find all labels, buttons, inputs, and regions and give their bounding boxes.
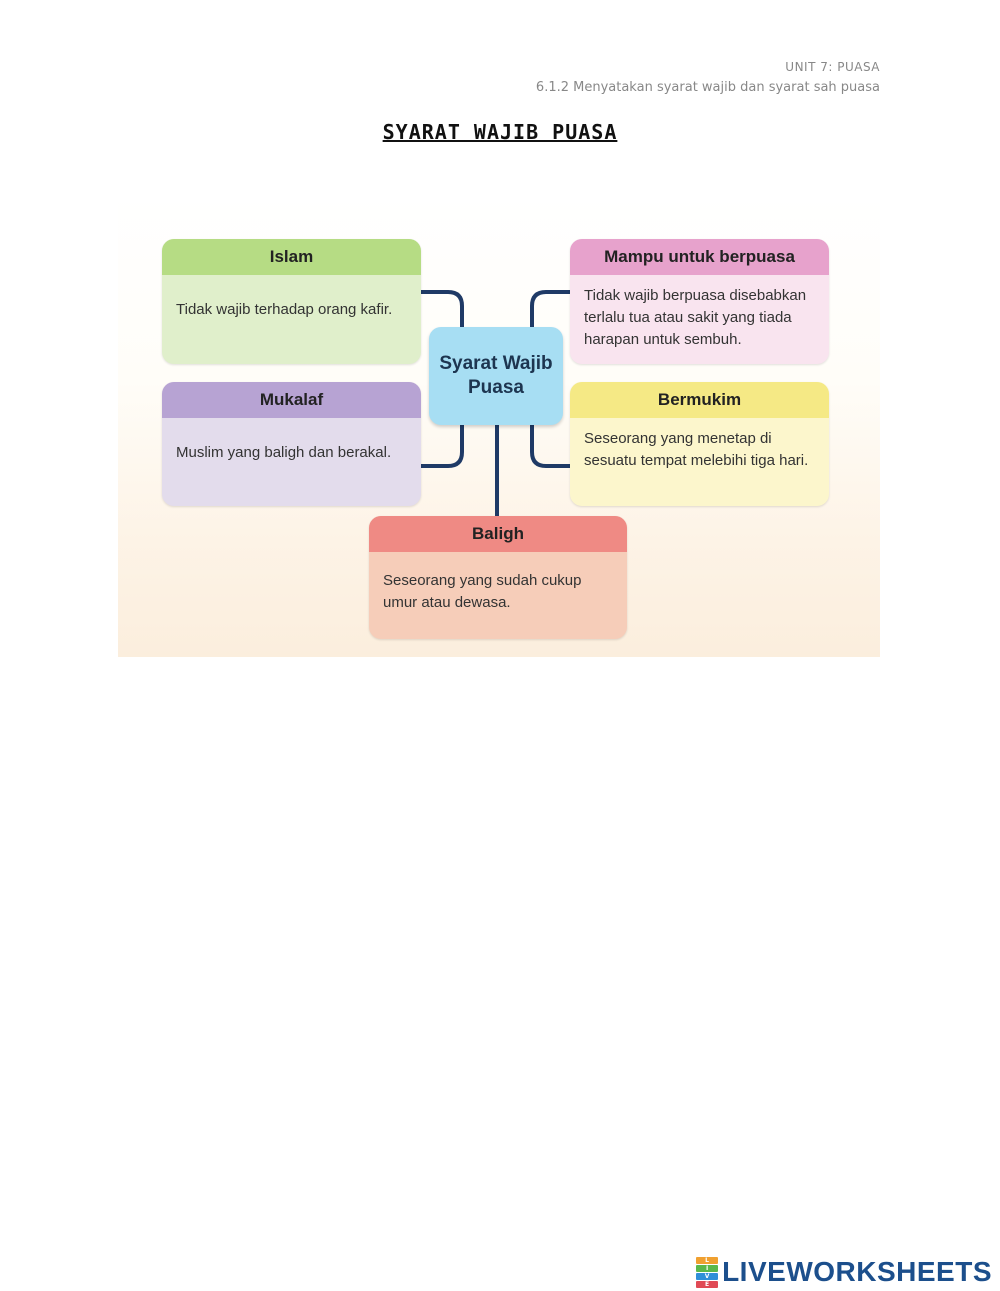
card-bermukim: Bermukim Seseorang yang menetap di sesua… — [570, 382, 829, 506]
card-bermukim-text: Seseorang yang menetap di sesuatu tempat… — [584, 430, 809, 469]
card-mampu-heading: Mampu untuk berpuasa — [570, 239, 829, 275]
card-mampu-text: Tidak wajib berpuasa disebabkan terlalu … — [584, 287, 807, 348]
page-title: SYARAT WAJIB PUASA — [382, 120, 618, 144]
card-islam-text: Tidak wajib terhadap orang kafir. — [176, 301, 393, 318]
card-baligh-heading: Baligh — [369, 516, 627, 552]
card-bermukim-heading: Bermukim — [570, 382, 829, 418]
card-islam: Islam Tidak wajib terhadap orang kafir. — [162, 239, 421, 364]
card-mukalaf-text: Muslim yang baligh dan berakal. — [176, 444, 392, 461]
liveworksheets-logo[interactable]: L I V E LIVEWORKSHEETS — [696, 1256, 992, 1288]
center-node: Syarat Wajib Puasa — [429, 327, 563, 425]
brand-icon: L I V E — [696, 1256, 719, 1288]
card-baligh: Baligh Seseorang yang sudah cukup umur a… — [369, 516, 627, 639]
brand-letter-i: I — [696, 1264, 719, 1272]
card-mukalaf: Mukalaf Muslim yang baligh dan berakal. — [162, 382, 421, 506]
brand-letter-l: L — [696, 1256, 719, 1264]
connector-lines — [419, 290, 572, 518]
mind-map-diagram: Islam Tidak wajib terhadap orang kafir. … — [118, 195, 880, 657]
card-mampu: Mampu untuk berpuasa Tidak wajib berpuas… — [570, 239, 829, 364]
connector-islam — [419, 290, 464, 329]
brand-name: LIVEWORKSHEETS — [722, 1256, 992, 1287]
header-unit: UNIT 7: PUASA — [785, 60, 880, 74]
header-objective: 6.1.2 Menyatakan syarat wajib dan syarat… — [535, 80, 880, 95]
brand-letter-e: E — [696, 1280, 719, 1288]
card-baligh-text: Seseorang yang sudah cukup umur atau dew… — [383, 572, 582, 611]
connector-mampu — [530, 290, 572, 329]
card-mukalaf-heading: Mukalaf — [162, 382, 421, 418]
connector-mukalaf — [419, 423, 464, 468]
card-islam-heading: Islam — [162, 239, 421, 275]
brand-letter-v: V — [696, 1272, 719, 1280]
connector-bermukim — [530, 423, 572, 468]
